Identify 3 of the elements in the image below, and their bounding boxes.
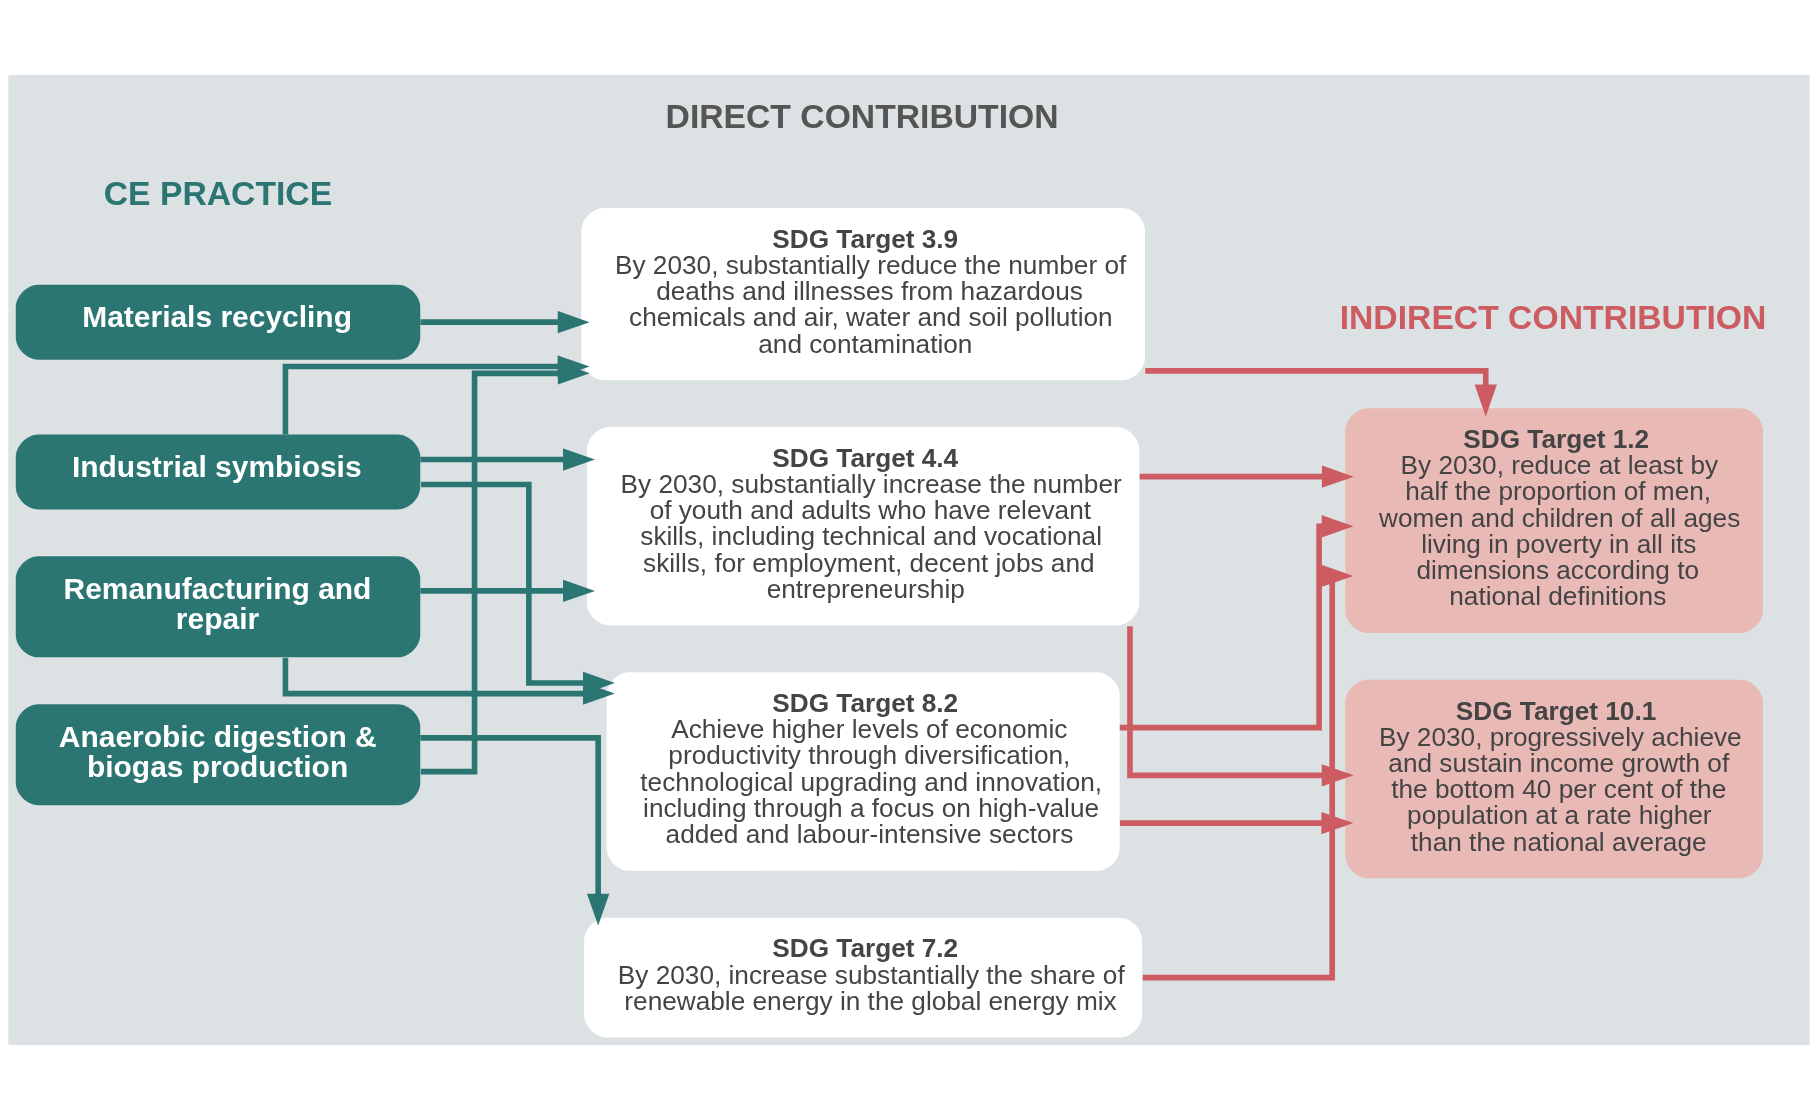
label: CE PRACTICE	[103, 173, 333, 212]
label: INDIRECT CONTRIBUTION	[1339, 297, 1767, 336]
label: DIRECT CONTRIBUTION	[665, 97, 1059, 136]
